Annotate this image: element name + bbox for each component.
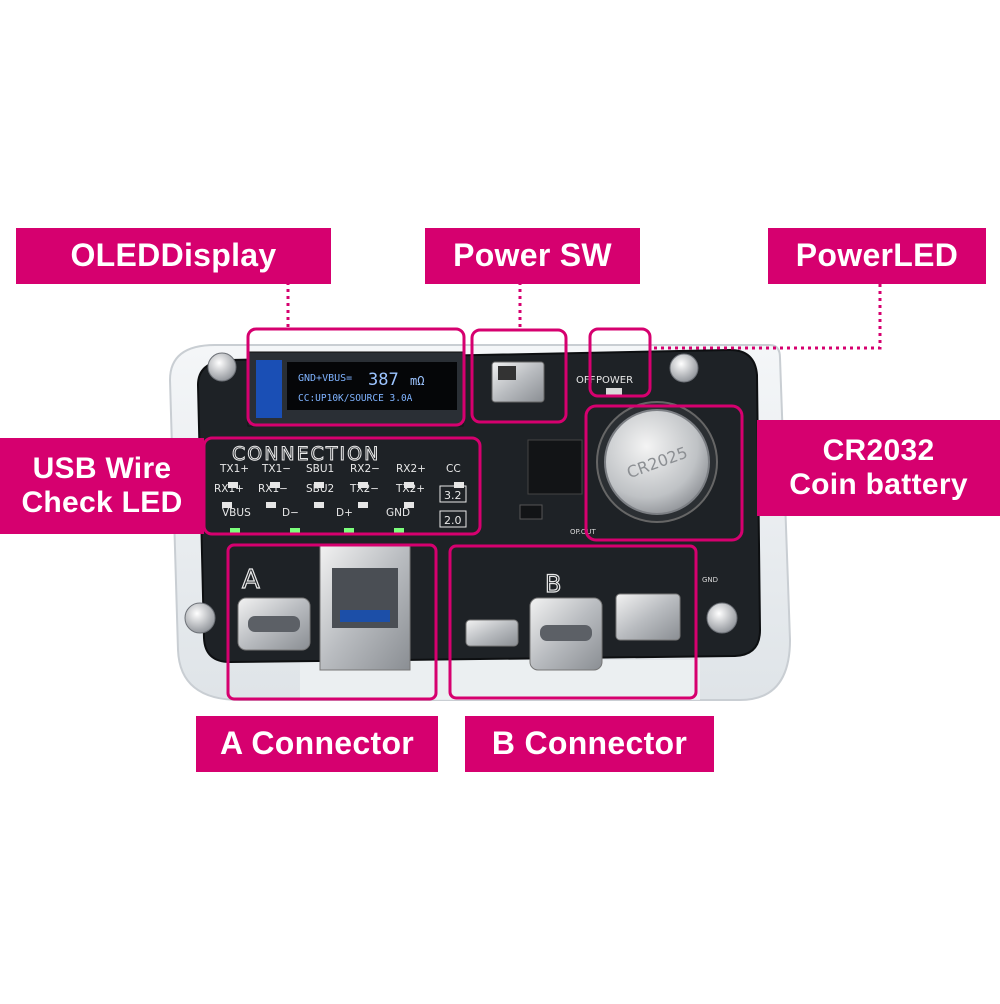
led-led_row1-0	[228, 482, 238, 488]
power-switch-knob	[498, 366, 516, 380]
led-label-led_row2-3: TX2−	[349, 483, 379, 495]
switch-off-text: OFF	[576, 375, 596, 386]
leader-power-led	[650, 284, 882, 350]
power-led-component	[606, 388, 622, 396]
callout-a-connector-text: A Connector	[219, 725, 415, 762]
led-led_row3-3	[394, 528, 404, 534]
callout-coin-battery: CR2032 Coin battery	[757, 420, 1000, 516]
led-led_row2-3	[358, 502, 368, 508]
led-label-led_row2-0: RX1+	[214, 483, 244, 495]
mini-usb-port	[615, 593, 681, 641]
callout-usb-wire-check-led: USB Wire Check LED	[0, 438, 204, 534]
highlight-oled	[246, 327, 466, 427]
power-text: POWER	[596, 375, 633, 386]
highlight-power-sw	[470, 328, 568, 424]
led-led_row3-2	[344, 528, 354, 534]
highlight-power-led	[588, 327, 652, 398]
callout-oled-text: OLEDDisplay	[70, 237, 277, 274]
highlight-battery	[584, 404, 744, 542]
callout-battery-line1: CR2032	[822, 434, 935, 468]
section-b-letter: B	[545, 570, 561, 598]
led-led_row1-4	[404, 482, 414, 488]
version-box-32	[439, 485, 467, 503]
callout-b-connector: B Connector	[465, 716, 714, 772]
led-row-1: TX1+ TX1− SBU1 RX2− RX2+ CC	[219, 463, 464, 488]
led-led_row2-1	[266, 502, 276, 508]
oled-line1-value: 387	[368, 370, 399, 390]
led-label-led_row3-2: D+	[336, 507, 353, 519]
gnd-text: GND	[702, 576, 718, 584]
led-label-led_row1-2: SBU1	[306, 463, 334, 475]
led-label-led_row3-3: GND	[386, 507, 410, 519]
oled-screen	[287, 362, 457, 410]
highlight-a-connector	[226, 543, 438, 701]
callout-power-led: PowerLED	[768, 228, 986, 284]
led-label-led_row2-2: SBU2	[306, 483, 334, 495]
led-label-led_row3-1: D−	[282, 507, 299, 519]
callout-b-connector-text: B Connector	[491, 725, 688, 762]
version-3-2: 3.2	[444, 489, 462, 502]
led-led_row2-4	[404, 502, 414, 508]
opout-text: OP.OUT	[570, 528, 596, 536]
led-label-led_row1-4: RX2+	[396, 463, 426, 475]
highlight-b-connector	[448, 544, 698, 700]
callout-power-sw: Power SW	[425, 228, 640, 284]
led-led_row1-5	[454, 482, 464, 488]
led-led_row3-1	[290, 528, 300, 534]
led-led_row2-0	[222, 502, 232, 508]
connection-title: CONNECTION	[232, 443, 380, 465]
led-label-led_row1-0: TX1+	[219, 463, 249, 475]
led-led_row2-2	[314, 502, 324, 508]
callout-a-connector: A Connector	[196, 716, 438, 772]
micro-usb-port	[465, 619, 519, 647]
screw-top-right	[669, 353, 699, 383]
screw-top-left	[207, 352, 237, 382]
oled-line1-prefix: GND+VBUS=	[298, 373, 352, 384]
microcontroller-chip	[527, 439, 583, 495]
coin-battery	[604, 409, 710, 515]
led-led_row1-3	[358, 482, 368, 488]
usb-c-port-a-slot	[248, 616, 300, 632]
led-label-led_row1-1: TX1−	[261, 463, 291, 475]
ic-small	[519, 504, 543, 520]
callout-power-sw-text: Power SW	[453, 237, 612, 274]
usb-c-port-b-slot	[540, 625, 592, 641]
version-2-0: 2.0	[444, 514, 462, 527]
led-label-led_row1-3: RX2−	[350, 463, 380, 475]
led-row-2: RX1+ RX1− SBU2 TX2− TX2+	[214, 483, 425, 508]
led-led_row3-0	[230, 528, 240, 534]
led-led_row1-1	[270, 482, 280, 488]
oled-line1-unit: mΩ	[410, 374, 424, 388]
callout-power-led-text: PowerLED	[795, 237, 959, 274]
led-label-led_row3-0: VBUS	[222, 507, 251, 519]
callout-usb-wire-line1: USB Wire	[32, 452, 172, 486]
oled-line2: CC:UP10K/SOURCE 3.0A	[298, 393, 413, 404]
section-a-letter: A	[242, 565, 260, 595]
version-box-20	[439, 510, 467, 528]
callout-usb-wire-line2: Check LED	[21, 486, 183, 519]
led-led_row1-2	[314, 482, 324, 488]
led-label-led_row2-1: RX1−	[258, 483, 288, 495]
led-label-led_row1-5: CC	[446, 463, 461, 475]
oled-pin-header	[256, 360, 282, 418]
callout-battery-line2: Coin battery	[789, 468, 968, 501]
screw-bottom-left	[184, 602, 216, 634]
screw-bottom-right	[706, 602, 738, 634]
led-label-led_row2-4: TX2+	[395, 483, 425, 495]
highlight-usb-led	[202, 436, 482, 536]
usb-a-port-tongue	[340, 610, 390, 622]
led-row-3: VBUS D− D+ GND	[222, 507, 410, 534]
callout-oled-display: OLEDDisplay	[16, 228, 331, 284]
